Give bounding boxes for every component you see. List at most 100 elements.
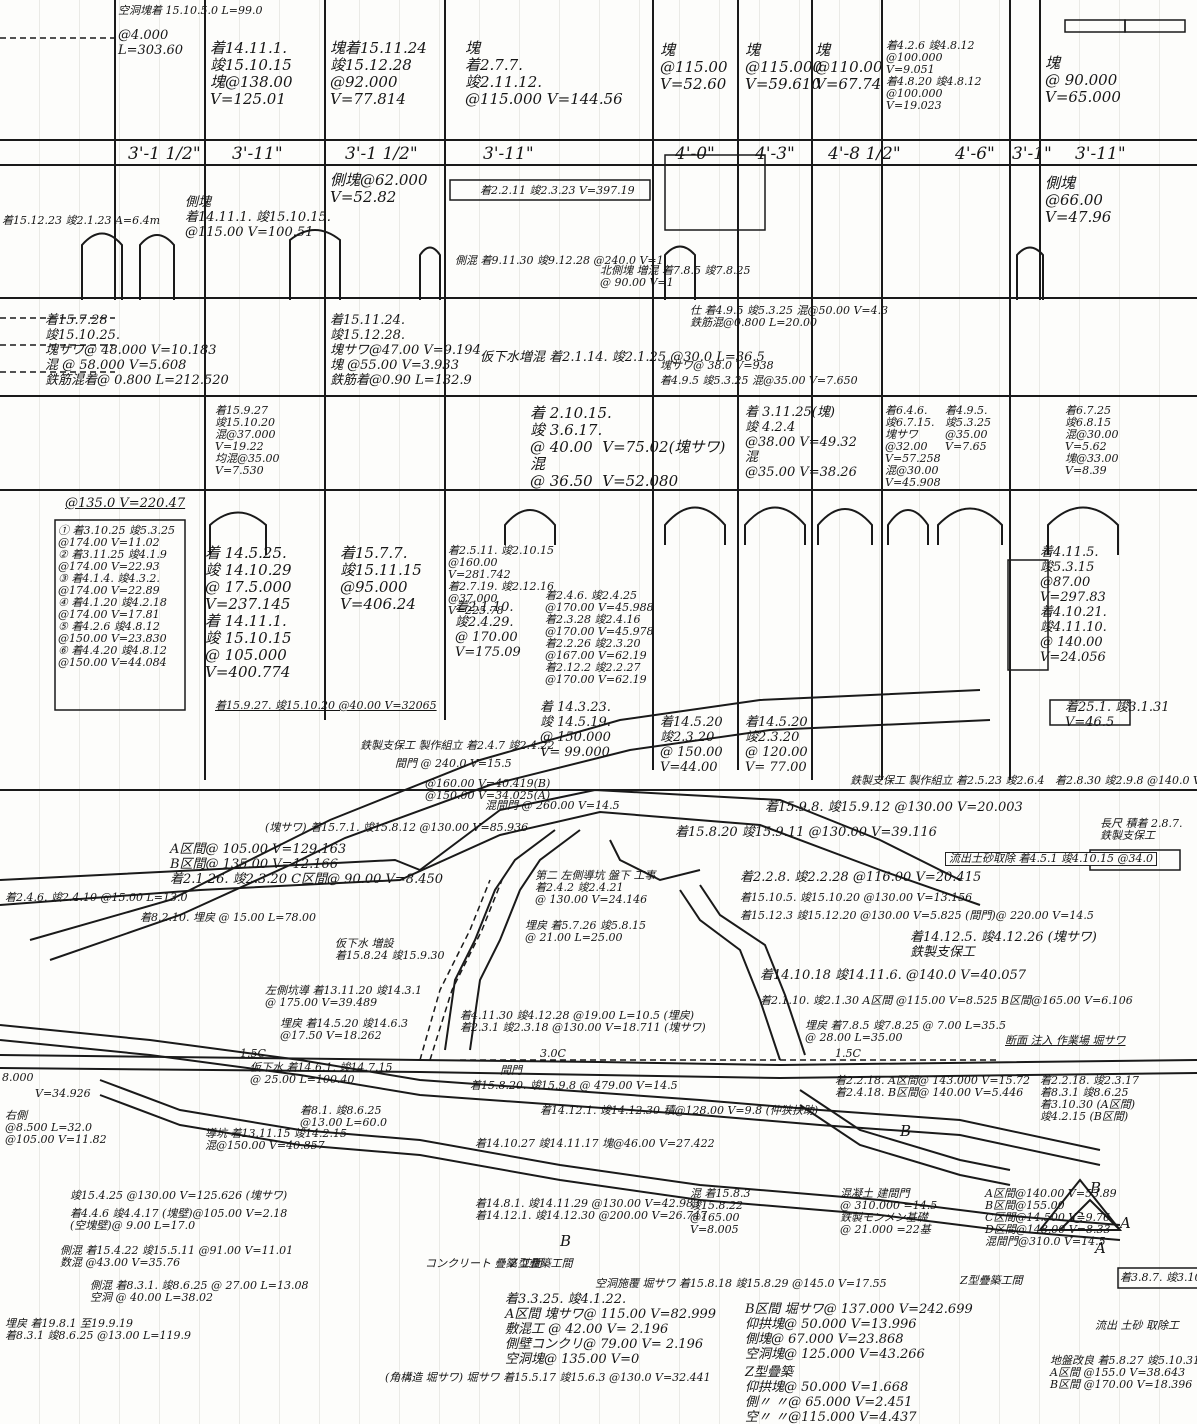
note-74: 混凝土 建間門 @ 310.000 =14.5 鉄製モンメン基礎 @ 21.00… — [840, 1187, 938, 1236]
section-grid — [0, 0, 1197, 791]
note-66: 着8.1. 竣8.6.25 @13.00 L=60.0 — [300, 1104, 388, 1129]
note-101: 塊サワ@ 38.0 V=938 — [660, 359, 774, 372]
note-86: Z型疊築工間 — [960, 1274, 1023, 1287]
note-61: 着15.8.20. 竣15.9.8 @ 479.00 V=14.5 — [470, 1079, 678, 1092]
note-77: 側混 着8.3.1. 竣8.6.25 @ 27.00 L=13.08 空洞 @ … — [90, 1279, 309, 1304]
note-24: ① 着3.10.25 竣5.3.25 @174.00 V=11.02 ② 着3.… — [58, 524, 175, 669]
note-47: 着14.12.5. 竣4.12.26 (塊サワ) 鉄製支保工 — [910, 930, 1097, 960]
note-88: 流出 土砂 取除工 — [1095, 1319, 1179, 1332]
note-37: @160.00 V=40.419(B) @150.00 V=34.025(A) — [425, 777, 551, 802]
note-109: A — [1120, 1214, 1131, 1232]
note-46: 着15.12.3 竣15.12.20 @130.00 V=5.825 (間門)@… — [740, 909, 1094, 922]
note-89: 地盤改良 着5.8.27 竣5.10.31 A区間 @155.0 V=38.64… — [1050, 1354, 1197, 1391]
note-2: 着14.11.1. 竣15.10.15 塊@138.00 V=125.01 — [210, 39, 293, 108]
note-41: 着15.8.20 竣15.9.11 @130.00 V=39.116 — [675, 825, 937, 840]
note-15: 着15.11.24. 竣15.12.28. 塊サワ@47.00 V=9.194 … — [330, 313, 481, 388]
note-3: 塊着15.11.24 竣15.12.28 @92.000 V=77.814 — [330, 39, 427, 108]
note-110: B — [1090, 1179, 1102, 1197]
note-94: 1.5C — [240, 1047, 266, 1060]
note-104: 間門 — [500, 1064, 522, 1077]
note-34: 着25.1. 竣3.1.31 V=46.5 — [1065, 700, 1170, 730]
note-36: 間門 @ 240.0 V=15.5 — [395, 757, 512, 770]
note-64: V=34.926 — [35, 1087, 91, 1100]
col-width-8: 4'-6" — [955, 144, 995, 164]
note-11: 側塊@62.000 V=52.82 — [330, 171, 428, 206]
col-width-4: 3'-11" — [483, 144, 534, 164]
note-1: @4.000 L=303.60 — [118, 28, 184, 58]
note-103: 北側塊 増混 着7.8.5 竣7.8.25 @ 90.00 V=1 — [600, 264, 751, 289]
col-width-9: 3'-1" — [1012, 144, 1052, 164]
note-29: 着2.4.6. 竣2.4.25 @170.00 V=45.988 着2.3.28… — [545, 589, 654, 686]
note-105: B — [900, 1122, 912, 1140]
note-87: 着3.8.7. 竣3.10 — [1120, 1271, 1197, 1284]
note-19: 着 3.11.25(塊) 竣 4.2.4 @38.00 V=49.32 混 @3… — [745, 405, 857, 480]
note-28: 着2.1.10. 竣2.4.29. @ 170.00 V=175.09 — [455, 600, 521, 660]
note-5: 塊 @115.00 V=52.60 — [660, 41, 728, 93]
note-32: 着14.5.20 竣2.3.20 @ 120.00 V= 77.00 — [745, 715, 808, 775]
note-57: 着4.11.30 竣4.12.28 @19.00 L=10.5 (埋戻) 着2.… — [460, 1009, 706, 1034]
note-53: 着8.2.10. 埋戻 @ 15.00 L=78.00 — [140, 911, 316, 924]
note-7: 塊 @110.00 V=67.74 — [815, 41, 883, 93]
note-12: 側塊 着14.11.1. 竣15.10.15. @115.00 V=100.51 — [185, 195, 331, 240]
note-8: 着4.2.6 竣4.8.12 @100.000 V=9.051 着4.8.20 … — [886, 39, 982, 112]
note-58: 埋戻 着7.8.5 竣7.8.25 @ 7.00 L=35.5 @ 28.00 … — [805, 1019, 1006, 1044]
note-85: (角構造 堀サワ) 堀サワ 着15.5.17 竣15.6.3 @130.0 V=… — [385, 1371, 711, 1384]
note-35: 着15.9.27. 竣15.10.20 @40.00 V=32065 — [215, 699, 437, 712]
note-44: 着2.2.8. 竣2.2.28 @116.00 V=20.415 — [740, 870, 982, 885]
note-99: 仕 着4.9.5 竣5.3.25 混@50.00 V=4.3 鉄筋混@0.800… — [690, 304, 889, 329]
note-76: 側混 着15.4.22 竣15.5.11 @91.00 V=11.01 数混 @… — [60, 1244, 294, 1269]
note-6: 塊 @115.000 V=59.610 — [745, 41, 823, 93]
note-50: 着2.4.6. 竣2.4.10 @15.00 L=13.0 — [5, 891, 188, 904]
col-width-5: 4'-0" — [675, 144, 715, 164]
note-93: 鉄製支保工 製作組立 着2.4.7 竣2.4.22 — [360, 739, 555, 752]
note-79: コンクリート 疊築 工間 — [425, 1257, 542, 1270]
note-22: 着6.7.25 竣6.8.15 混@30.00 V=5.62 塊@33.00 V… — [1065, 404, 1119, 477]
note-13: 着2.2.11 竣2.3.23 V=397.19 — [480, 184, 635, 197]
col-width-7: 4'-8 1/2" — [828, 144, 901, 164]
note-98: 着15.12.23 竣2.1.23 A=6.4m — [2, 214, 161, 227]
note-100: 着4.9.5 竣5.3.25 混@35.00 V=7.650 — [660, 374, 858, 387]
note-95: 1.5C — [835, 1047, 861, 1060]
col-width-2: 3'-11" — [232, 144, 283, 164]
note-69: 着14.10.27 竣14.11.17 塊@46.00 V=27.422 — [475, 1137, 715, 1150]
note-81: 空洞施覆 堀サワ 着15.8.18 竣15.8.29 @145.0 V=17.5… — [595, 1277, 887, 1290]
note-91: 着2.8.30 竣2.9.8 @140.0 V=12.50 — [1055, 774, 1197, 787]
note-78: 埋戻 着19.8.1 至19.9.19 着8.3.1 竣8.6.25 @13.0… — [5, 1317, 191, 1342]
note-106: B — [560, 1232, 572, 1250]
note-49: 着2.1.10. 竣2.1.30 A区間 @115.00 V=8.525 B区間… — [760, 994, 1133, 1007]
note-107: A — [1095, 1239, 1106, 1257]
note-55: 左側坑導 着13.11.20 竣14.3.1 @ 175.00 V=39.489 — [265, 984, 422, 1009]
note-111: 空洞塊着 15.10.5.0 L=99.0 — [118, 4, 263, 17]
col-width-3: 3'-1 1/2" — [345, 144, 418, 164]
note-60: 仮下水 着14.6.1. 竣14.7.15 @ 25.00 L=100.40 — [250, 1061, 393, 1086]
note-27: 着2.5.11. 竣2.10.15 @160.00 V=281.742 着2.7… — [448, 544, 554, 617]
col-width-6: 4'-3" — [755, 144, 795, 164]
note-92: 長尺 積着 2.8.7. 鉄製支保工 — [1100, 817, 1183, 842]
note-72: 着14.8.1. 竣14.11.29 @130.00 V=42.983 着14.… — [475, 1197, 708, 1222]
note-33: 着4.11.5. 竣5.3.15 @87.00 V=297.83 着4.10.2… — [1040, 545, 1107, 665]
note-59: 断面 注入 作業場 堀サワ — [1005, 1034, 1126, 1047]
note-82: 着3.3.25. 竣4.1.22. A区間 塊サワ@ 115.00 V=82.9… — [505, 1292, 717, 1367]
note-56: 埋戻 着14.5.20 竣14.6.3 @17.50 V=18.262 — [280, 1017, 408, 1042]
tunnel-arches — [81, 229, 1119, 555]
note-75: A区間@140.00 V=53.89 B区間@155.00 C区間@14.500… — [985, 1187, 1117, 1248]
note-43: 流出土砂取除 着4.5.1 竣4.10.15 @34.0 — [945, 852, 1157, 866]
note-71: 着4.4.6 竣4.4.17 (塊壁)@105.00 V=2.18 (空塊壁)@… — [70, 1207, 288, 1232]
note-90: 鉄製支保工 製作組立 着2.5.23 竣2.6.4 — [850, 774, 1045, 787]
note-108: C — [1072, 1209, 1084, 1227]
note-40: (塊サワ) 着15.7.1. 竣15.8.12 @130.00 V=85.936 — [265, 821, 529, 834]
note-39: 着15.9.8. 竣15.9.12 @130.00 V=20.003 — [765, 800, 1023, 815]
note-18: 着 2.10.15. 竣 3.6.17. @ 40.00 V=75.02(塊サワ… — [530, 404, 726, 490]
note-38: 混間門 @ 260.00 V=14.5 — [485, 799, 620, 812]
col-width-10: 3'-11" — [1075, 144, 1126, 164]
note-23: @135.0 V=220.47 — [65, 496, 186, 511]
dashed-linework — [0, 37, 1000, 1061]
note-96: 3.0C — [540, 1047, 566, 1060]
note-84: Z型疊築 仰拱塊@ 50.000 V=1.668 側〃 〃@ 65.000 V=… — [745, 1365, 917, 1425]
note-14: 着15.7.28 竣15.10.25. 塊サワ@ 48.000 V=10.183… — [45, 313, 229, 388]
note-67: 着14.12.1. 竣14.12.30 積@128.00 V=9.8 (仲狭扶助… — [540, 1104, 819, 1117]
note-51: 第二 左側導坑 盤下 工事 着2.4.2 竣2.4.21 @ 130.00 V=… — [535, 869, 656, 906]
note-25: 着 14.5.25. 竣 14.10.29 @ 17.5.000 V=237.1… — [205, 544, 292, 681]
